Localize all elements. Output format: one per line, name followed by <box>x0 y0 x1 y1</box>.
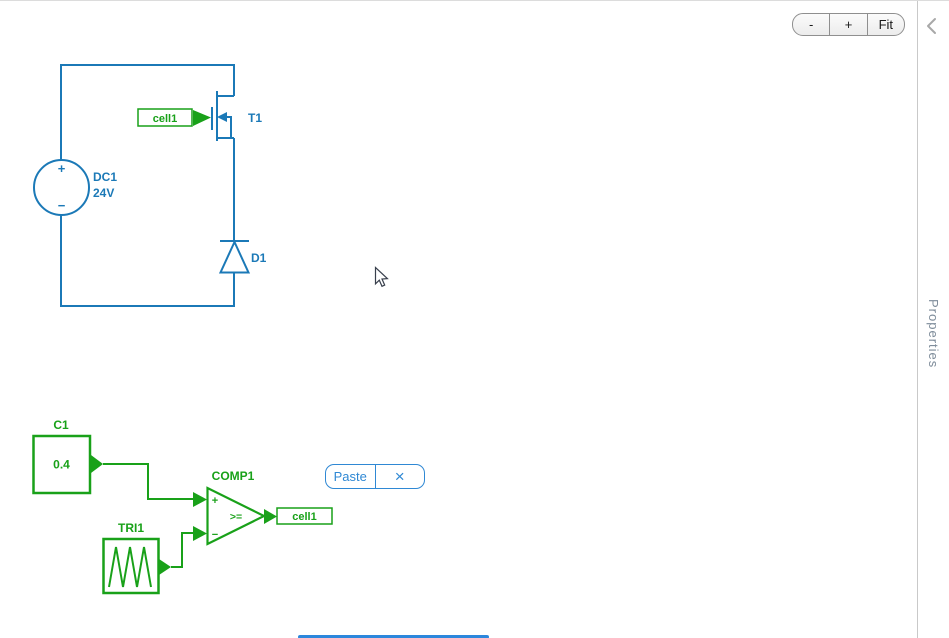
dc-source[interactable]: + − DC1 24V <box>33 159 117 216</box>
zoom-out-button[interactable]: - <box>808 17 814 32</box>
dc-minus-sign: − <box>58 198 66 213</box>
mosfet-name: T1 <box>248 111 262 125</box>
constant-value: 0.4 <box>53 458 70 472</box>
gate-signal-box[interactable] <box>137 108 193 127</box>
triangle-source-name: TRI1 <box>118 521 144 535</box>
comparator-plus-sign: + <box>212 495 218 507</box>
gate-signal-arrow-icon <box>193 110 211 126</box>
comparator-name: COMP1 <box>212 469 255 483</box>
mosfet-body-arrow <box>217 112 227 122</box>
wire-constant-to-comparator[interactable] <box>103 463 193 500</box>
dc-source-body[interactable] <box>33 159 90 216</box>
triangle-source-block[interactable]: TRI1 <box>102 521 172 595</box>
gate-signal-text: cell1 <box>153 113 177 125</box>
close-context-menu-button[interactable]: × <box>394 467 405 486</box>
output-signal-text: cell1 <box>292 511 316 523</box>
comparator-output-port[interactable] <box>264 509 277 524</box>
diode-triangle[interactable] <box>218 239 251 274</box>
wire-top-left[interactable] <box>60 64 235 160</box>
zoom-fit-button[interactable]: Fit <box>878 17 894 32</box>
comparator-operator: >= <box>230 511 242 523</box>
comparator-minus-sign: − <box>212 529 218 541</box>
constant-body[interactable] <box>32 434 92 495</box>
expand-panel-button[interactable] <box>922 14 940 38</box>
comparator-block[interactable]: COMP1 + − >= <box>206 469 278 546</box>
diode-name: D1 <box>251 251 267 265</box>
constant-output-port[interactable] <box>91 455 103 473</box>
paste-button[interactable]: Paste <box>326 465 376 488</box>
chevron-left-icon <box>927 18 936 34</box>
power-circuit[interactable]: + − DC1 24V T1 D1 <box>33 64 267 307</box>
control-circuit[interactable]: cell1 C1 0.4 TRI1 <box>32 108 333 595</box>
triangle-wave-icon <box>108 546 152 588</box>
constant-name: C1 <box>53 418 69 432</box>
constant-block[interactable]: C1 0.4 <box>32 418 104 495</box>
comparator-body[interactable] <box>206 486 267 546</box>
output-signal-box[interactable] <box>276 507 333 525</box>
horizontal-scrollbar-thumb[interactable] <box>298 635 489 638</box>
dc-source-value: 24V <box>93 186 114 200</box>
mosfet[interactable]: T1 <box>211 91 262 141</box>
properties-side-panel: Properties <box>917 1 949 638</box>
triangle-source-output-port[interactable] <box>159 559 171 575</box>
properties-tab[interactable]: Properties <box>926 299 941 369</box>
comparator-plus-input-port[interactable] <box>193 492 207 507</box>
output-signal-tag[interactable]: cell1 <box>276 507 333 525</box>
comparator-minus-input-port[interactable] <box>193 526 207 541</box>
zoom-toolbar: - + Fit <box>792 13 905 36</box>
paste-context-menu: Paste × <box>325 464 425 489</box>
wire-bottom-loop[interactable] <box>60 215 235 307</box>
gate-signal-tag[interactable]: cell1 <box>137 108 211 127</box>
diode[interactable]: D1 <box>218 239 267 274</box>
wire-triangle-to-comparator[interactable] <box>171 532 193 568</box>
dc-plus-sign: + <box>58 161 66 176</box>
zoom-in-button[interactable]: + <box>829 14 868 35</box>
dc-source-name: DC1 <box>93 170 117 184</box>
